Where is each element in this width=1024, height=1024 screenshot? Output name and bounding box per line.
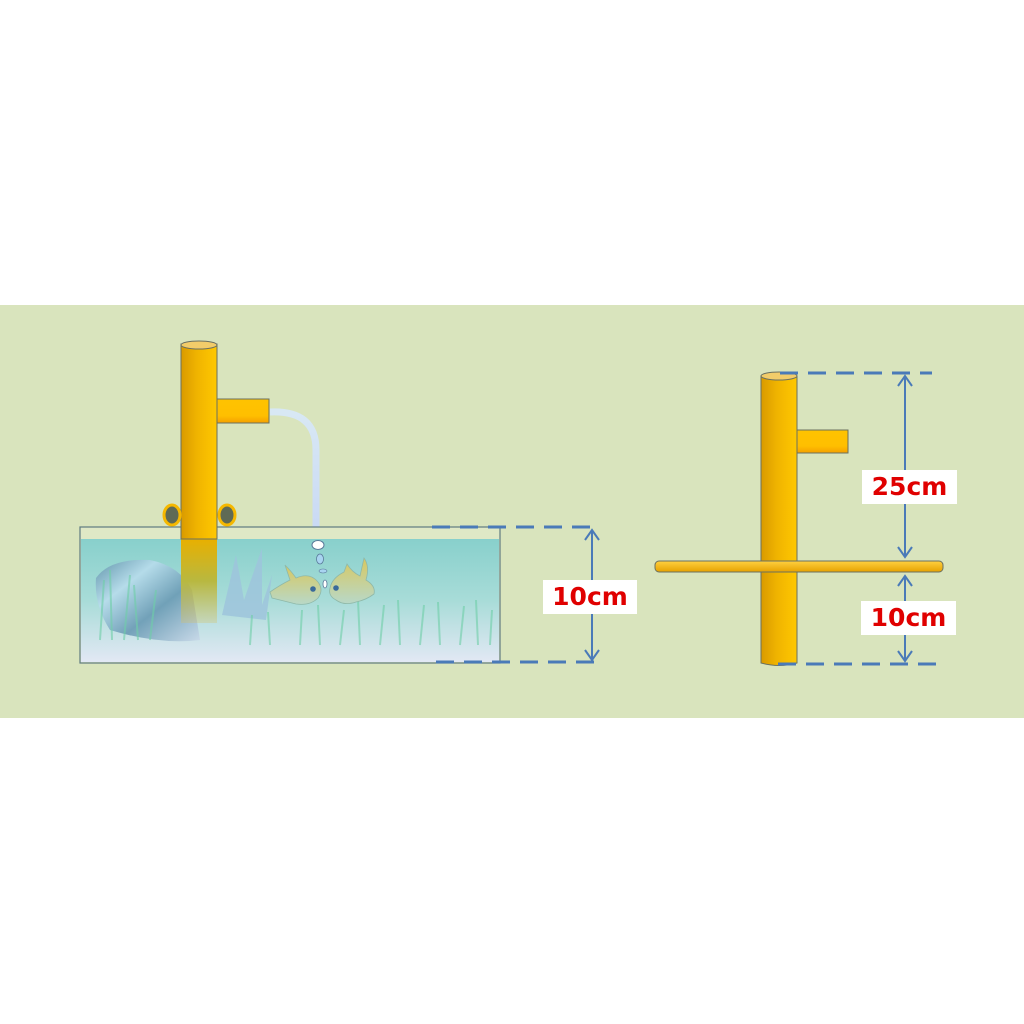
suction-cup-left-icon bbox=[162, 503, 182, 527]
bubble bbox=[322, 579, 328, 589]
pipe-spout bbox=[796, 429, 849, 454]
crossbar bbox=[654, 560, 944, 573]
pipe-submerged bbox=[181, 539, 217, 623]
water-stream bbox=[269, 408, 320, 540]
bubble bbox=[318, 568, 328, 574]
rock-decoration bbox=[95, 559, 200, 642]
plant-decoration bbox=[222, 548, 272, 620]
aquarium-illustration bbox=[79, 340, 501, 664]
overflow-pipe bbox=[180, 343, 218, 540]
pipe-spout bbox=[216, 398, 270, 424]
fish-left-icon bbox=[269, 564, 322, 605]
lower-length-label: 10cm bbox=[861, 601, 956, 635]
bubble bbox=[316, 553, 324, 565]
suction-cup-right-icon bbox=[217, 503, 237, 527]
bubble bbox=[311, 540, 325, 550]
grass bbox=[99, 569, 493, 646]
pipe-top-opening bbox=[180, 340, 218, 350]
upper-length-label: 25cm bbox=[862, 470, 957, 504]
pipe-dimension-illustration bbox=[654, 371, 944, 666]
pipe-vertical bbox=[760, 375, 798, 666]
fish-right-icon bbox=[329, 557, 375, 604]
tank-water-depth-label: 10cm bbox=[543, 580, 637, 614]
